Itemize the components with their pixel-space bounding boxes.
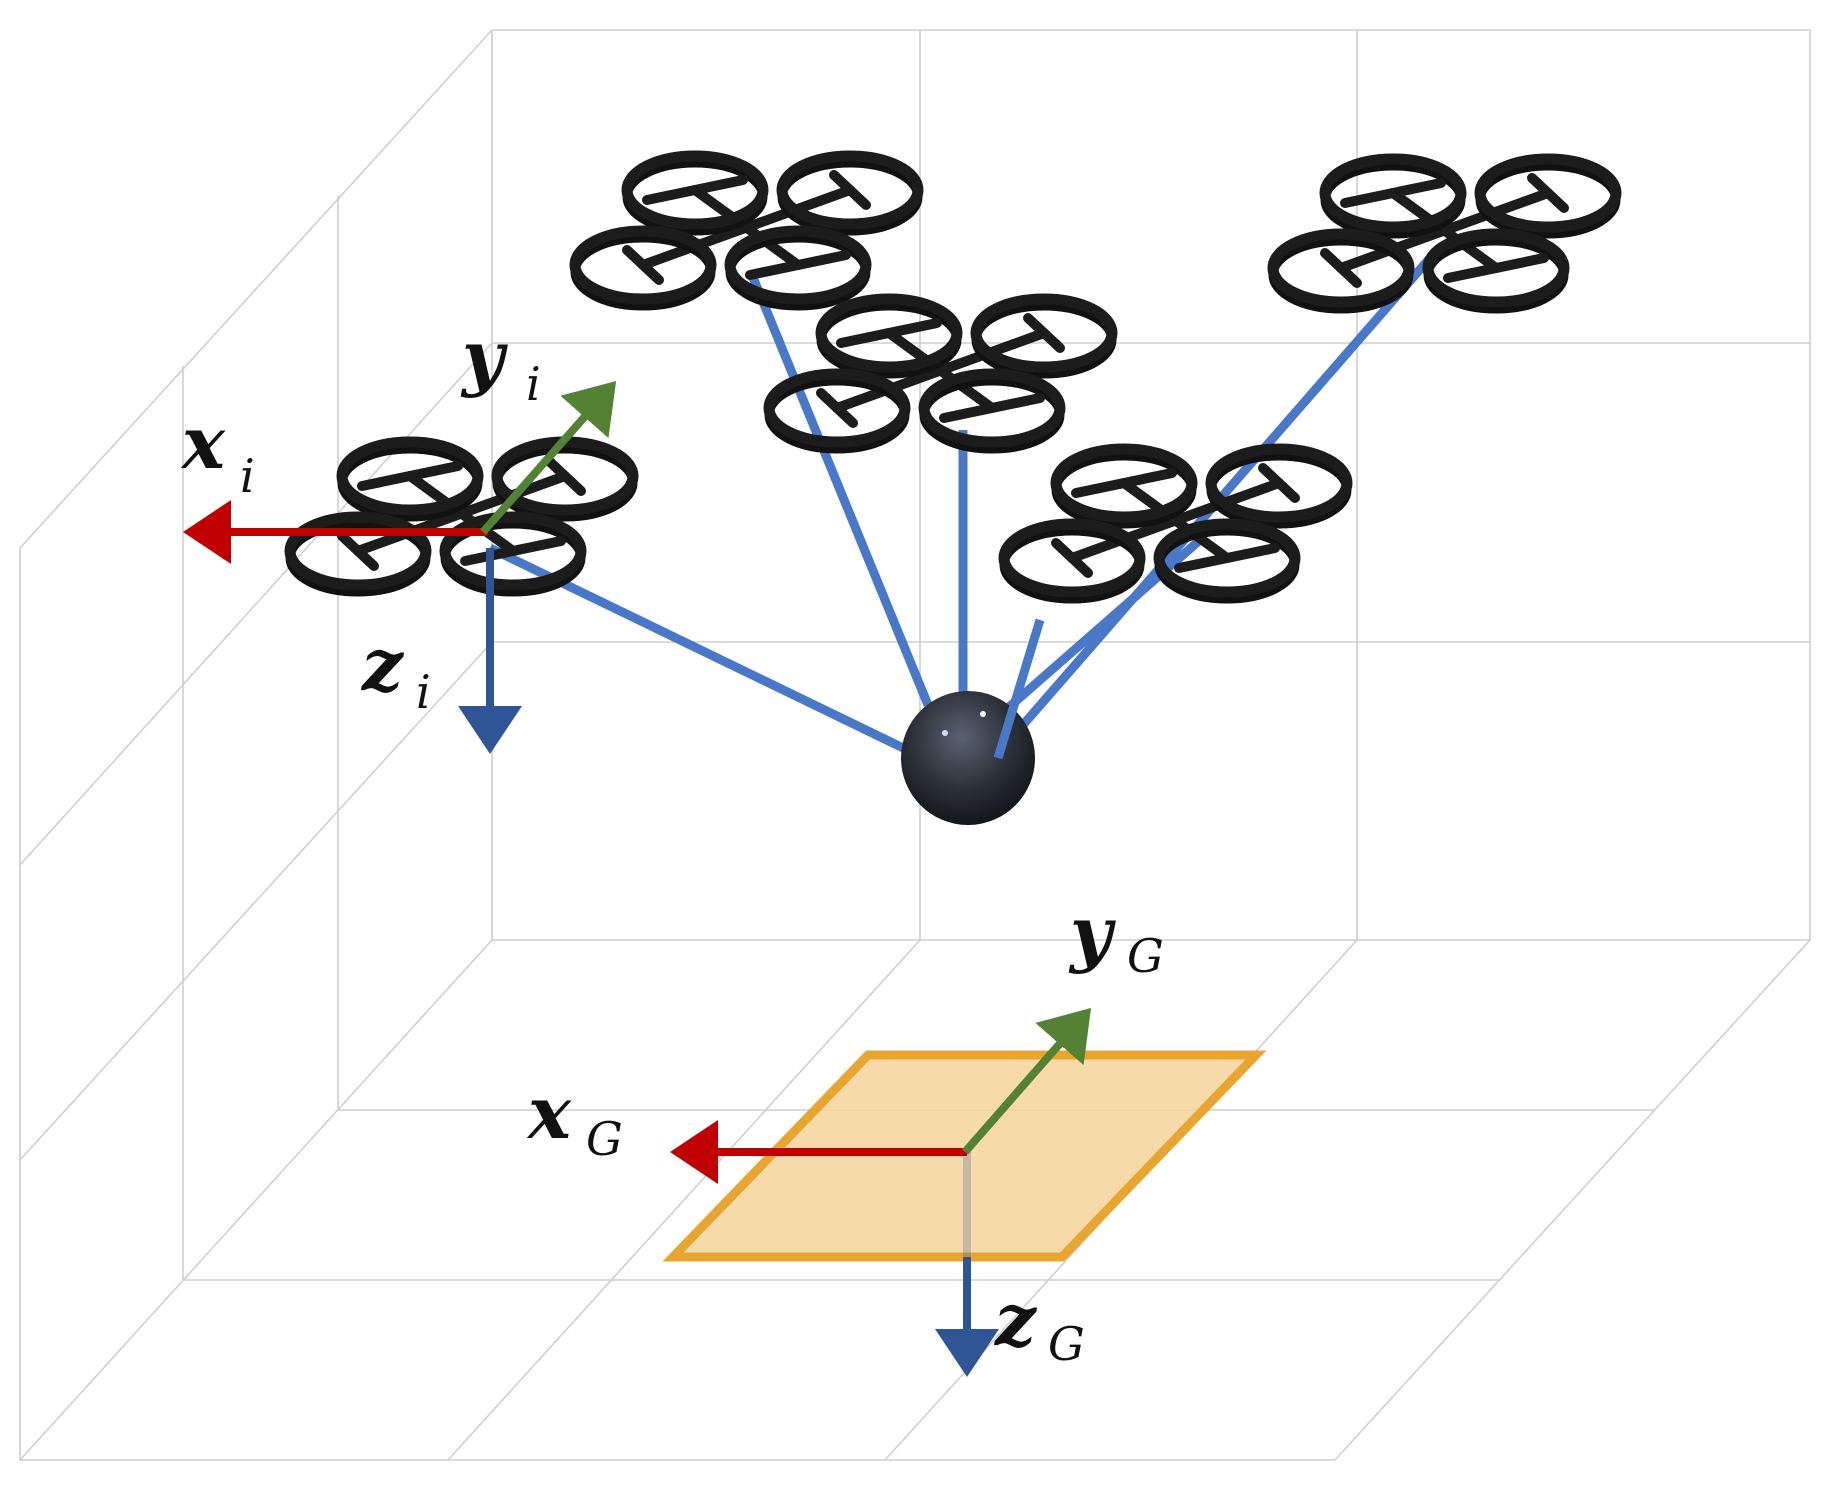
rotor-guard <box>1474 153 1622 233</box>
rotor-guard <box>336 436 484 516</box>
propeller-blade <box>622 245 664 285</box>
label-z-i: z <box>360 622 405 707</box>
drone-arm <box>1336 188 1553 273</box>
propeller-blade <box>337 531 379 571</box>
quadrotor-icon <box>763 293 1118 454</box>
label-y-g: y <box>1068 890 1116 975</box>
propeller-blade <box>642 175 748 205</box>
rotor-guard <box>763 368 911 448</box>
quadrotor-icon <box>569 150 924 311</box>
propeller-blade <box>1023 313 1065 353</box>
label-x-i-sub: i <box>240 449 255 503</box>
propeller-blade <box>745 250 851 280</box>
drone-arm <box>638 185 855 270</box>
propeller-blade <box>1258 463 1300 503</box>
label-x-g: x <box>526 1070 572 1155</box>
propeller-blade <box>939 393 1045 423</box>
propeller-blade <box>1527 173 1569 213</box>
label-y-i: y <box>460 314 508 399</box>
payload-highlight <box>942 730 948 736</box>
propeller-blade <box>1340 178 1446 208</box>
body-y-axis-arrow <box>479 380 617 535</box>
propeller-blade <box>1051 538 1093 578</box>
label-z-g-sub: G <box>1048 1317 1085 1371</box>
propeller-blade <box>829 170 871 210</box>
cable-5-end <box>993 618 1045 760</box>
rotor-guard <box>970 293 1118 373</box>
rotor-guard <box>918 368 1066 448</box>
propeller-blade <box>544 456 586 496</box>
propeller-blade <box>460 536 566 566</box>
label-x-g-sub: G <box>586 1112 623 1166</box>
label-z-g: z <box>993 1277 1038 1362</box>
propeller-blade <box>1443 253 1549 283</box>
payload-highlight <box>980 711 986 717</box>
rotor-guard <box>998 518 1146 598</box>
label-y-i-sub: i <box>526 357 541 411</box>
rotor-guard <box>1153 518 1301 598</box>
cable-4 <box>997 536 1203 719</box>
propeller-blade <box>816 388 858 428</box>
rotor-guard <box>439 511 587 591</box>
goal-y-axis-arrow <box>961 1007 1092 1155</box>
label-x-i: x <box>180 400 226 485</box>
propeller-blade <box>836 318 942 348</box>
drones <box>284 150 1622 604</box>
rotor-guard <box>1422 228 1570 308</box>
label-z-i-sub: i <box>416 665 431 719</box>
rotor-guard <box>621 150 769 230</box>
label-y-g-sub: G <box>1127 929 1164 983</box>
quadrotor-icon <box>1267 153 1622 314</box>
cable-2 <box>747 273 933 707</box>
rotor-guard <box>284 511 432 591</box>
rotor-guard <box>569 225 717 305</box>
rotor-guard <box>815 293 963 373</box>
drone-arm <box>1067 478 1284 563</box>
quadrotor-icon <box>284 436 639 597</box>
drone-arm <box>353 471 570 556</box>
rotor-guard <box>1319 153 1467 233</box>
payload-sphere <box>901 691 1035 825</box>
body-frame-axes <box>183 380 617 754</box>
rotor-guard <box>724 225 872 305</box>
goal-frame-axes <box>670 1007 1092 1377</box>
quadrotor-icon <box>998 443 1353 604</box>
rotor-guard <box>1050 443 1198 523</box>
propeller-blade <box>1071 468 1177 498</box>
rotor-guard <box>776 150 924 230</box>
rotor-guard <box>1267 228 1415 308</box>
drone-arm <box>832 328 1049 413</box>
propeller-blade <box>357 461 463 491</box>
propeller-blade <box>1174 543 1280 573</box>
rotor-guard <box>1205 443 1353 523</box>
propeller-blade <box>1320 248 1362 288</box>
